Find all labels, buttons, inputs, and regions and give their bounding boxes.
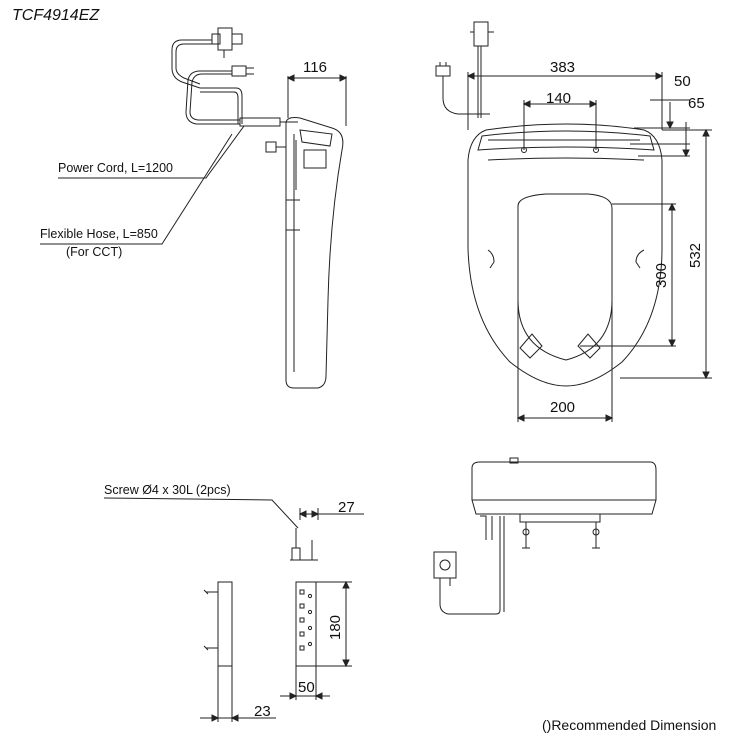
dim-plate-height: 180: [327, 614, 344, 640]
footnote: ()Recommended Dimension: [542, 717, 717, 733]
dim-screw: 27: [338, 499, 355, 516]
screw-label: Screw Ø4 x 30L (2pcs): [104, 483, 231, 497]
dim-65: 65: [688, 95, 705, 112]
dim-overall-length: 532: [687, 242, 704, 268]
front-view-drawing: [433, 457, 657, 615]
dim-plate-thickness: 23: [254, 703, 271, 720]
side-view-drawing: [40, 27, 348, 389]
dim-opening-width: 200: [550, 399, 576, 416]
top-view-drawing: [435, 21, 712, 422]
flexible-hose-label: Flexible Hose, L=850: [40, 227, 158, 241]
dim-overall-width: 383: [550, 59, 576, 76]
flexible-hose-note: (For CCT): [66, 245, 123, 259]
dim-plate-width: 50: [298, 679, 315, 696]
power-cord-label: Power Cord, L=1200: [58, 161, 174, 175]
dim-mount-spacing: 140: [546, 90, 572, 107]
dim-side-width: 116: [303, 59, 327, 76]
dim-opening-length: 300: [653, 262, 670, 288]
model-title: TCF4914EZ: [12, 7, 100, 24]
bracket-detail-drawing: [103, 497, 364, 722]
dim-50: 50: [674, 73, 691, 90]
